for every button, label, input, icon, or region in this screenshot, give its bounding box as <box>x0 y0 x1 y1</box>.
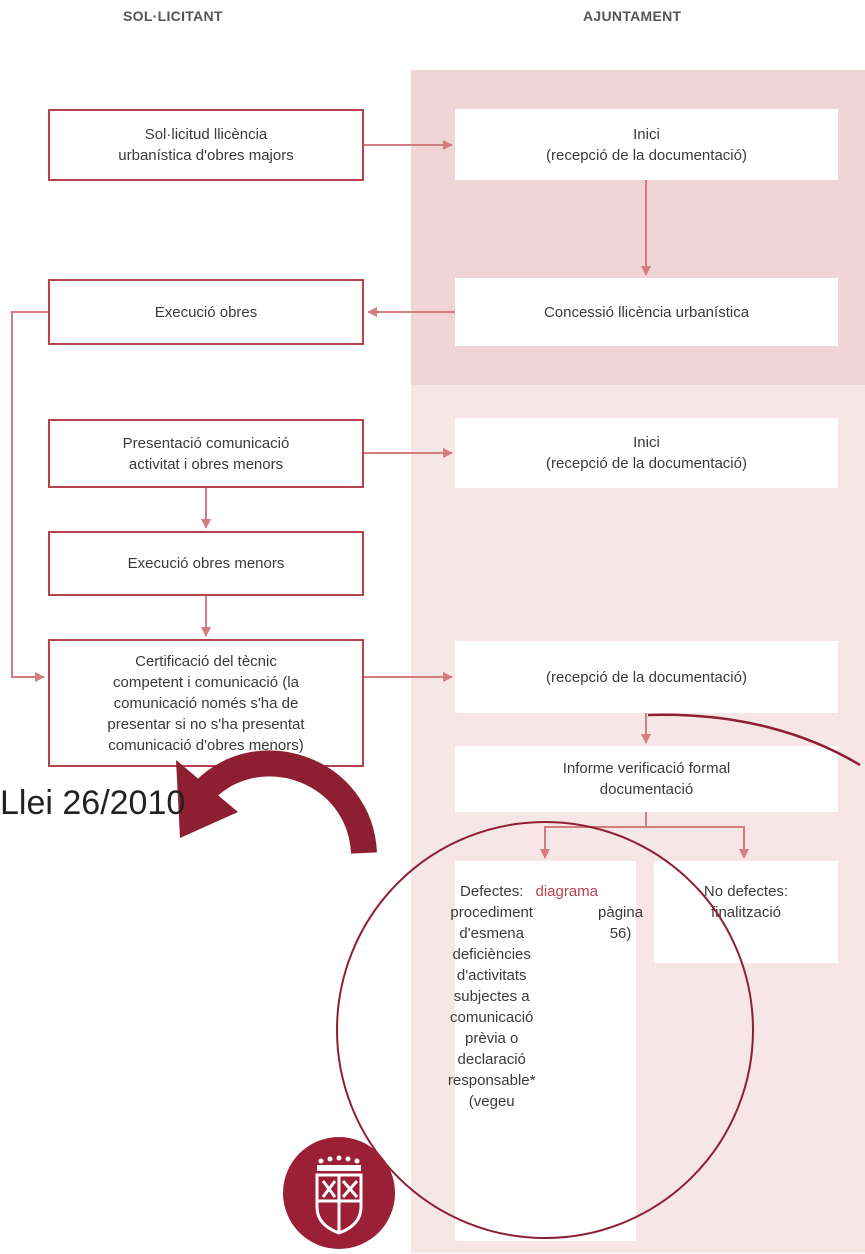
license-grant-box: Concessió llicència urbanística <box>455 278 838 346</box>
technical-certificate-box: Certificació del tècnic competent i comu… <box>48 639 364 767</box>
verification-report-box: Informe verificació formal documentació <box>455 746 838 812</box>
council-coat-of-arms-icon <box>283 1137 395 1249</box>
defects-text: Defectes: procediment d'esmena deficiènc… <box>447 883 536 1110</box>
license-request-box: Sol·licitud llicència urbanística d'obre… <box>48 109 364 181</box>
works-execution-box: Execució obres <box>48 279 364 345</box>
communication-submission-box: Presentació comunicació activitat i obre… <box>48 419 364 488</box>
arrow-execution-to-certificate <box>11 311 48 682</box>
council-column-header: AJUNTAMENT <box>583 8 682 24</box>
applicant-column-header: SOL·LICITANT <box>123 8 223 24</box>
connector-curve <box>647 713 861 767</box>
diagram-link[interactable]: diagrama <box>535 883 599 900</box>
minor-works-execution-box: Execució obres menors <box>48 531 364 596</box>
reception-box: (recepció de la documentació) <box>455 641 838 713</box>
law-reference-label: Llei 26/2010 <box>0 784 186 822</box>
curved-arrow-icon <box>176 750 377 855</box>
no-defects-box: No defectes: finalització <box>654 861 838 963</box>
arrow-report-to-no-defects <box>646 826 749 859</box>
start-box-2: Inici (recepció de la documentació) <box>455 418 838 488</box>
defects-box: Defectes: procediment d'esmena deficiènc… <box>448 861 643 1241</box>
highlight-circle <box>336 821 754 1239</box>
arrow-report-to-defects <box>540 812 647 859</box>
start-box-1: Inici (recepció de la documentació) <box>455 109 838 180</box>
defects-tail: pàgina 56) <box>598 904 644 942</box>
